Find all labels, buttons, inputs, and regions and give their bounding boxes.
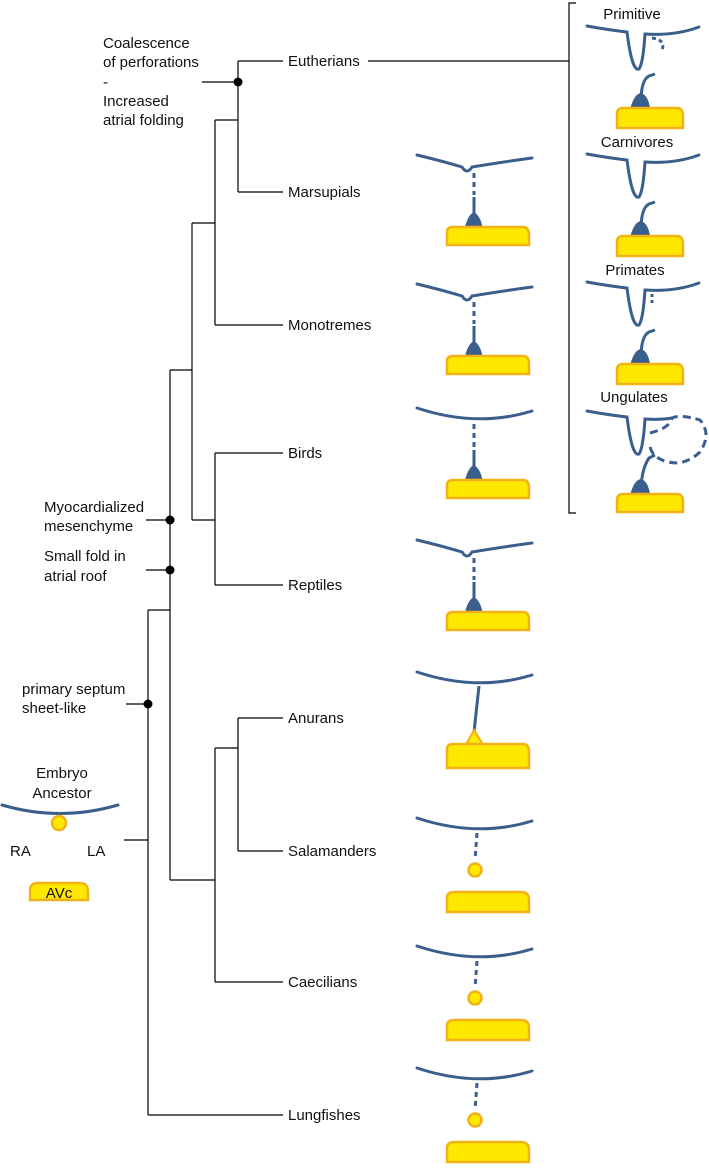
schematic-carnivores (585, 152, 701, 258)
ancestor-atrial-roof (0, 803, 120, 815)
schematic-primates (585, 280, 701, 386)
character-line: Small fold in (44, 548, 126, 565)
character-line: Increased (103, 93, 169, 110)
schematic-marsupials (415, 153, 534, 247)
ancestor-avc-cushion (28, 881, 90, 902)
schematic-lungfishes (415, 1066, 534, 1164)
character-line: Myocardialized (44, 499, 144, 516)
taxon-label: Eutherians (288, 53, 360, 70)
character-line: atrial folding (103, 112, 184, 129)
character-line: primary septum (22, 681, 125, 698)
node-primary-septum (143, 699, 153, 709)
schematic-monotremes (415, 282, 534, 376)
character-line: of perforations (103, 54, 199, 71)
taxon-label: Monotremes (288, 317, 371, 334)
schematic-anurans (415, 670, 534, 770)
character-line: sheet-like (22, 700, 86, 717)
eutherian-subgroups: Primitive Carnivores Primates Ungulates (585, 6, 708, 514)
schematic-birds (415, 406, 534, 500)
schematic-primitive (585, 24, 701, 130)
taxa-labels: Eutherians Marsupials Monotremes Birds R… (288, 53, 376, 1124)
ancestor-title: Embryo (36, 765, 88, 782)
character-line: Coalescence (103, 35, 190, 52)
ancestor-la-label: LA (87, 843, 105, 860)
subgroup-label: Primates (605, 262, 664, 279)
tree-lines (124, 2, 576, 1116)
taxon-label: Marsupials (288, 184, 361, 201)
character-line: atrial roof (44, 568, 107, 585)
taxon-label: Caecilians (288, 974, 357, 991)
character-labels: Coalescence of perforations - Increased … (22, 35, 199, 717)
node-small-fold (165, 565, 175, 575)
embryo-ancestor: Embryo Ancestor RA LA AVc (0, 765, 120, 902)
character-line: mesenchyme (44, 518, 133, 535)
subgroup-label: Primitive (603, 6, 661, 23)
schematic-reptiles (415, 538, 534, 632)
ancestor-ra-label: RA (10, 843, 31, 860)
schematic-caecilians (415, 944, 534, 1042)
character-nodes (143, 77, 243, 709)
ancestor-mesenchymal-cap (50, 814, 68, 832)
taxon-label: Birds (288, 445, 322, 462)
taxon-schematics (415, 153, 534, 1164)
ancestor-avc-label: AVc (46, 885, 73, 902)
ancestor-title: Ancestor (32, 785, 91, 802)
taxon-label: Anurans (288, 710, 344, 727)
node-eutherians (233, 77, 243, 87)
taxon-label: Lungfishes (288, 1107, 361, 1124)
schematic-ungulates (585, 409, 708, 514)
subgroup-label: Ungulates (600, 389, 668, 406)
character-line: - (103, 74, 108, 91)
taxon-label: Reptiles (288, 577, 342, 594)
node-myocardialized (165, 515, 175, 525)
schematic-salamanders (415, 816, 534, 914)
subgroup-label: Carnivores (601, 134, 674, 151)
taxon-label: Salamanders (288, 843, 376, 860)
